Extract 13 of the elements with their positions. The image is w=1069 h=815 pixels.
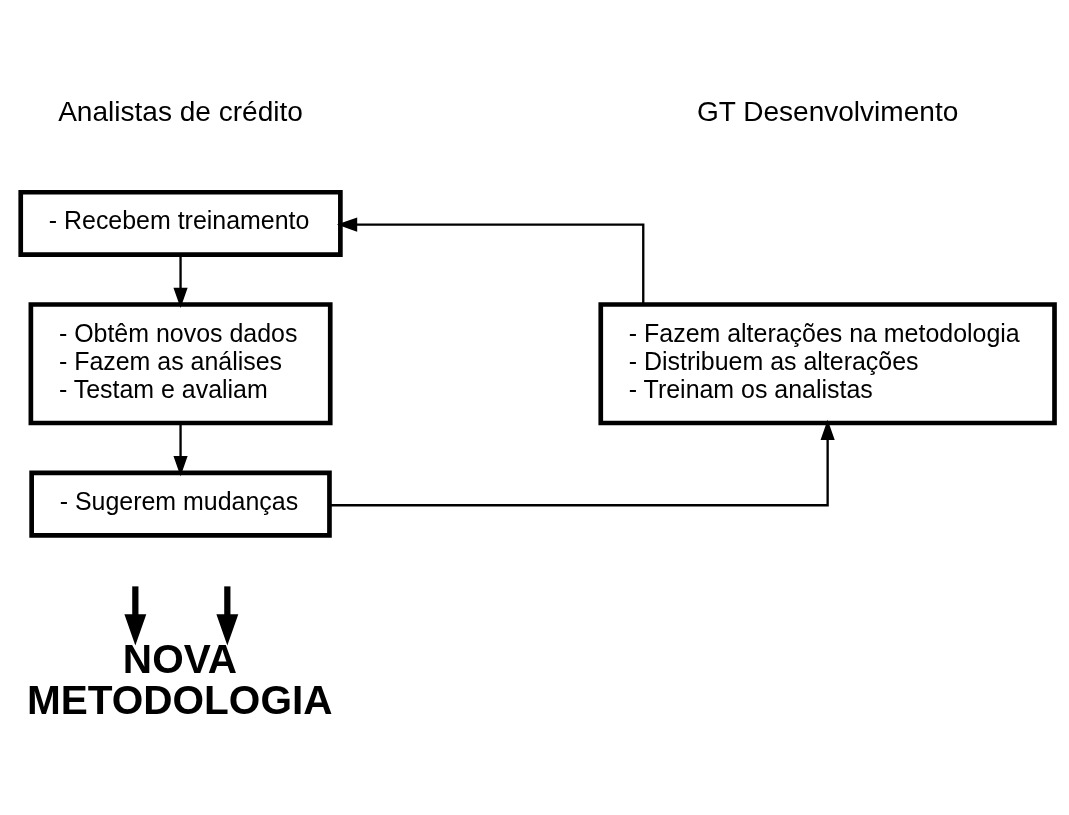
- arrow: [124, 585, 147, 646]
- node-text: NOVA METODOLOGIA: [26, 635, 333, 723]
- arrow: [336, 216, 645, 304]
- arrow: [173, 254, 188, 308]
- node-box: - Recebem treinamento: [18, 189, 343, 257]
- node-box: - Obtêm novos dados - Fazem as análises - Testam e avaliam: [28, 301, 333, 425]
- arrow: [216, 585, 239, 646]
- node-box: - Fazem alterações na metodologia - Distribuem as alterações - Treinam os analistas: [598, 301, 1057, 425]
- label: GT Desenvolvimento: [696, 95, 959, 127]
- node-box: - Sugerem mudanças: [29, 470, 332, 538]
- arrow: [329, 419, 835, 506]
- label: Analistas de crédito: [58, 95, 303, 127]
- arrow: [173, 422, 188, 476]
